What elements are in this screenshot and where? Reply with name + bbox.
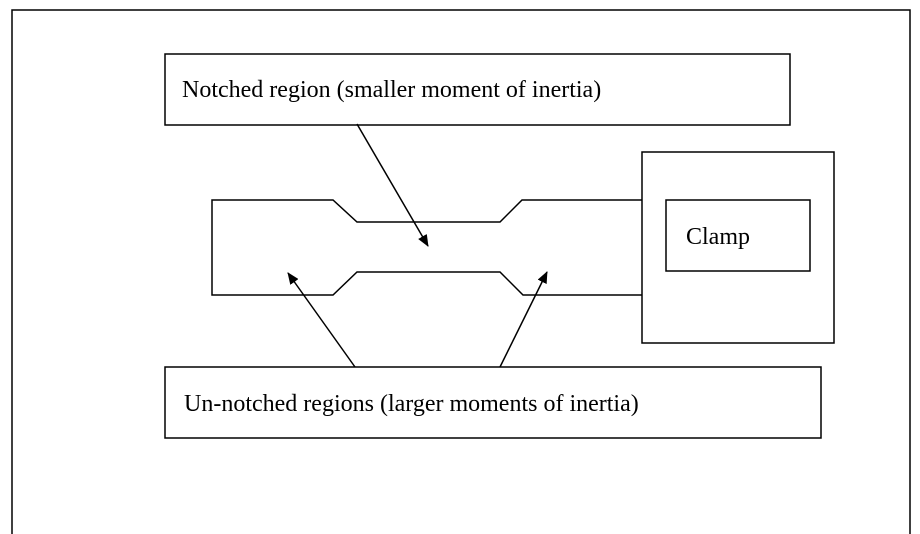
- beam-outline: [211, 199, 642, 296]
- notched-label-box: [164, 53, 791, 126]
- notched-arrow: [356, 123, 429, 247]
- unnotched-label-box: [164, 366, 822, 439]
- unnotched-arrow-left: [287, 272, 356, 368]
- unnotched-arrow-right: [499, 271, 548, 368]
- notched-label: Notched region (smaller moment of inerti…: [182, 77, 601, 103]
- clamp-label: Clamp: [686, 224, 750, 250]
- outer-frame: [11, 9, 911, 534]
- clamp-label-box: [665, 199, 811, 272]
- unnotched-label: Un-notched regions (larger moments of in…: [184, 391, 639, 417]
